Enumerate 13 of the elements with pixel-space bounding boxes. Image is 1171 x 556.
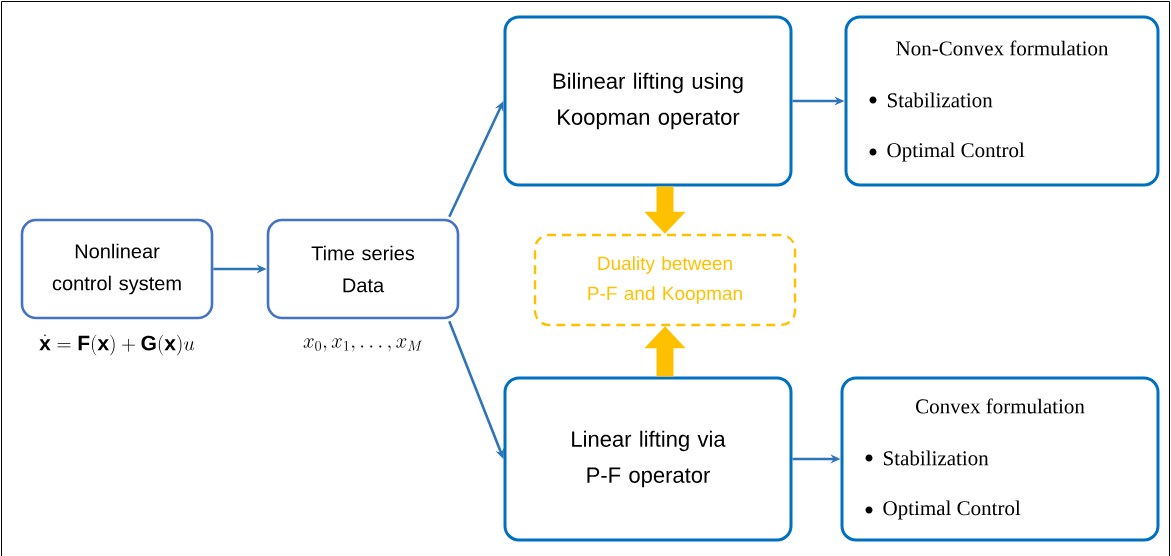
box-heading: Non-Convex formulation <box>896 40 1109 56</box>
list-item: Stabilization <box>883 450 989 466</box>
dashed-box: Duality between P-F and Koopman <box>533 233 797 327</box>
box-heading: Convex formulation <box>916 398 1085 414</box>
process-box: Time series Data <box>266 218 460 320</box>
process-box: Nonlinear control system <box>20 218 214 320</box>
process-box: Bilinear lifting using Koopman operator <box>503 15 793 187</box>
list-item: Optimal Control <box>887 142 1025 162</box>
list-item: Stabilization <box>887 92 993 108</box>
equation: $\dot{\mathbf{x}}=\mathbf{F}(\mathbf{x})+\mathbf{G}(\mathbf{x})u$ <box>39 334 195 356</box>
equation: $x_0,x_1,\ldots,x_M$ <box>303 338 422 352</box>
process-box: Linear lifting via P-F operator <box>503 376 793 542</box>
list-item: Optimal Control <box>883 500 1021 520</box>
